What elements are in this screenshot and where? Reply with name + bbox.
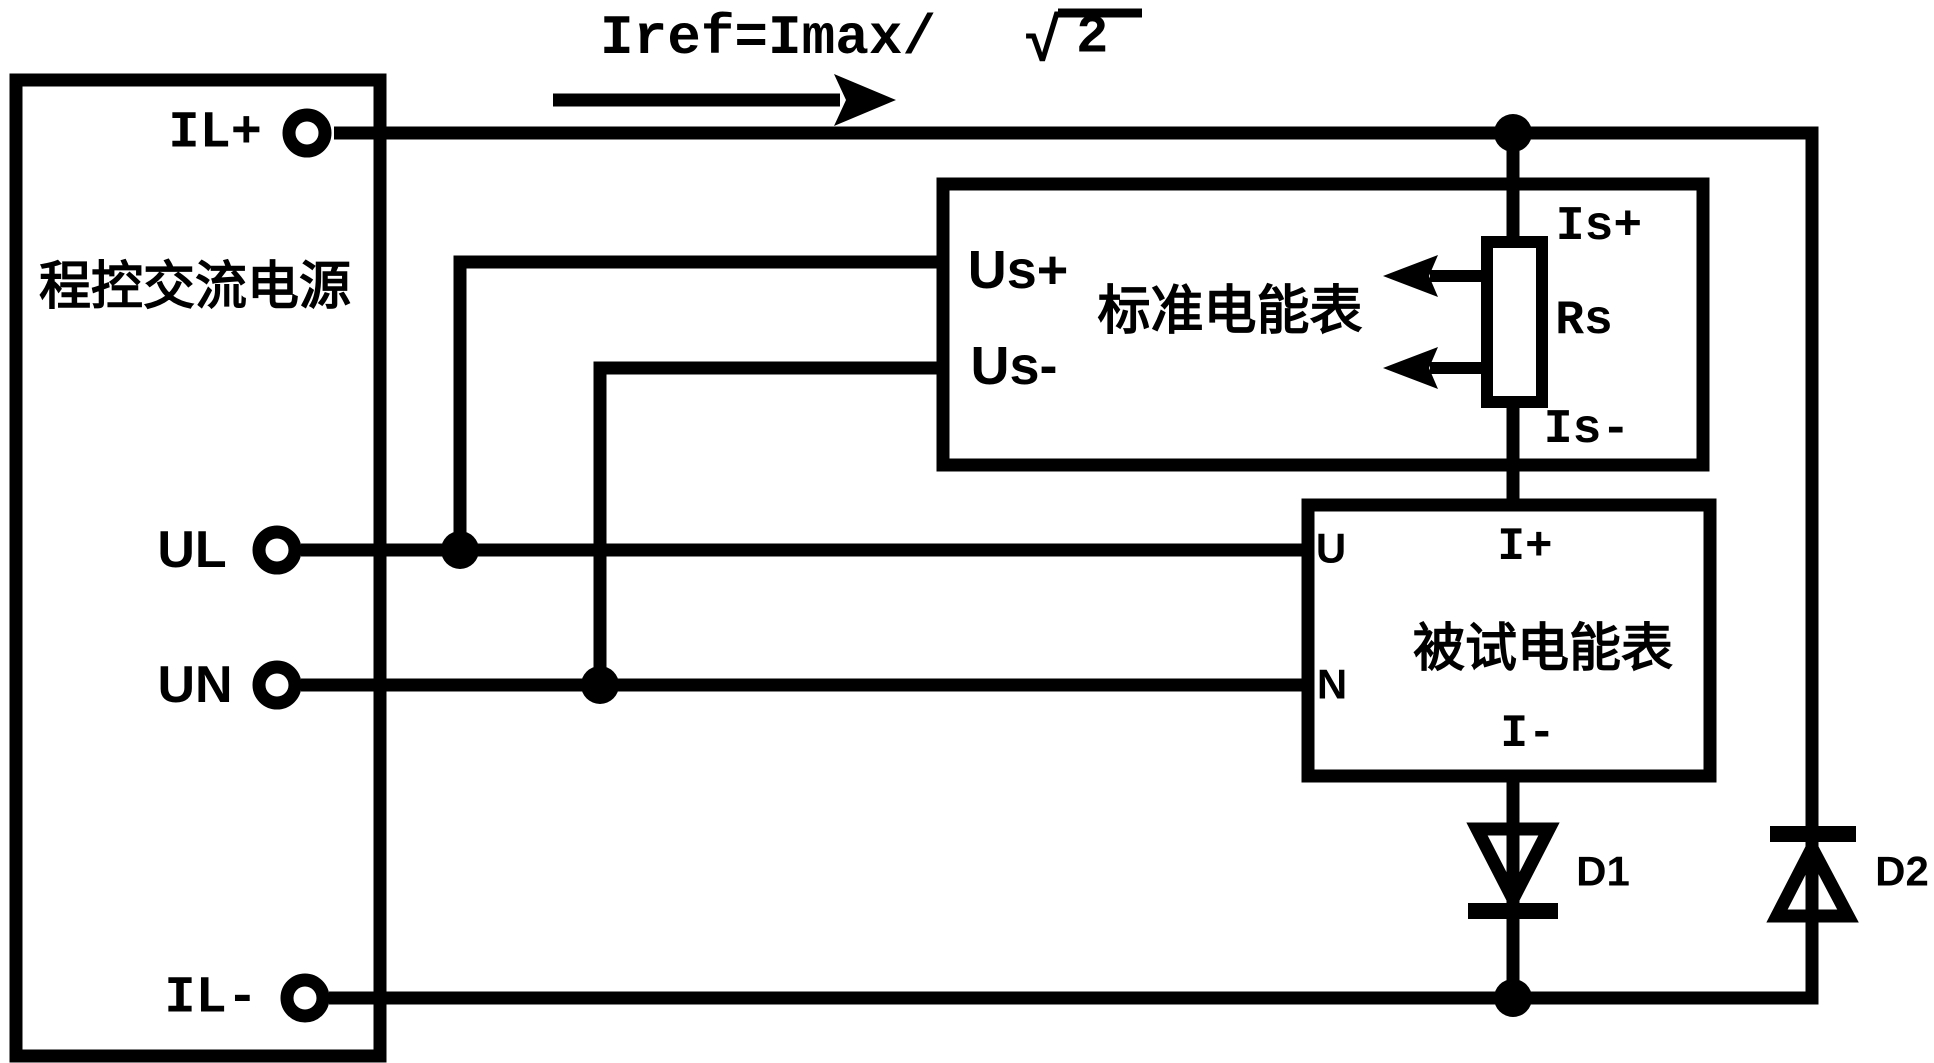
terminal-circle-il-minus [280,973,330,1023]
terminal-label-u: U [1316,525,1346,572]
terminal-label-un: UN [157,656,232,714]
terminal-label-ul: UL [157,521,226,579]
shunt-resistor-label: Rs [1555,294,1613,348]
junction-dot-il-plus-rs [1494,114,1532,152]
tested-meter-box [1301,498,1717,783]
wire-main-current-loop [329,126,1819,1005]
terminal-circle-ul [252,525,302,575]
shunt-resistor-body [1481,236,1548,408]
standard-meter-label: 标准电能表 [1098,282,1363,341]
diode-d1-triangle [1466,822,1560,914]
junction-dot-us-plus-ul [441,531,479,569]
terminal-label-us-minus: Us- [970,336,1057,396]
sense-arrow-upper-head [1383,255,1438,297]
terminal-label-il-plus: IL+ [168,104,262,163]
formula-text: Iref=Imax/ [600,6,936,70]
diode-d1-label: D1 [1576,848,1630,895]
wire-us-plus-branch [453,255,943,550]
terminal-label-n: N [1317,661,1347,708]
radicand: 2 [1076,8,1108,69]
terminal-label-il-minus: IL- [164,969,258,1028]
terminal-label-i-plus: I+ [1497,521,1552,573]
tested-meter-label: 被试电能表 [1413,620,1673,678]
power-supply-label: 程控交流电源 [39,258,351,316]
terminal-label-is-plus: Is+ [1556,200,1642,254]
terminal-circle-un [252,660,302,710]
terminal-label-us-plus: Us+ [968,240,1069,300]
diode-d2-label: D2 [1875,848,1929,895]
power-supply-box [9,73,387,1063]
junction-dot-us-minus-un [581,666,619,704]
reference-current-arrow-head [834,74,896,126]
sense-arrow-lower-head [1383,347,1438,389]
terminal-label-i-minus: I- [1500,708,1555,760]
terminal-label-is-minus: Is- [1544,403,1630,457]
standard-meter-box [936,177,1710,472]
wire-us-minus-branch [593,361,943,685]
radical-sign: √ [1026,6,1061,75]
junction-dot-d1-il-minus [1494,979,1532,1017]
terminal-circle-il-plus [282,108,332,158]
diode-d2-triangle [1766,833,1859,923]
